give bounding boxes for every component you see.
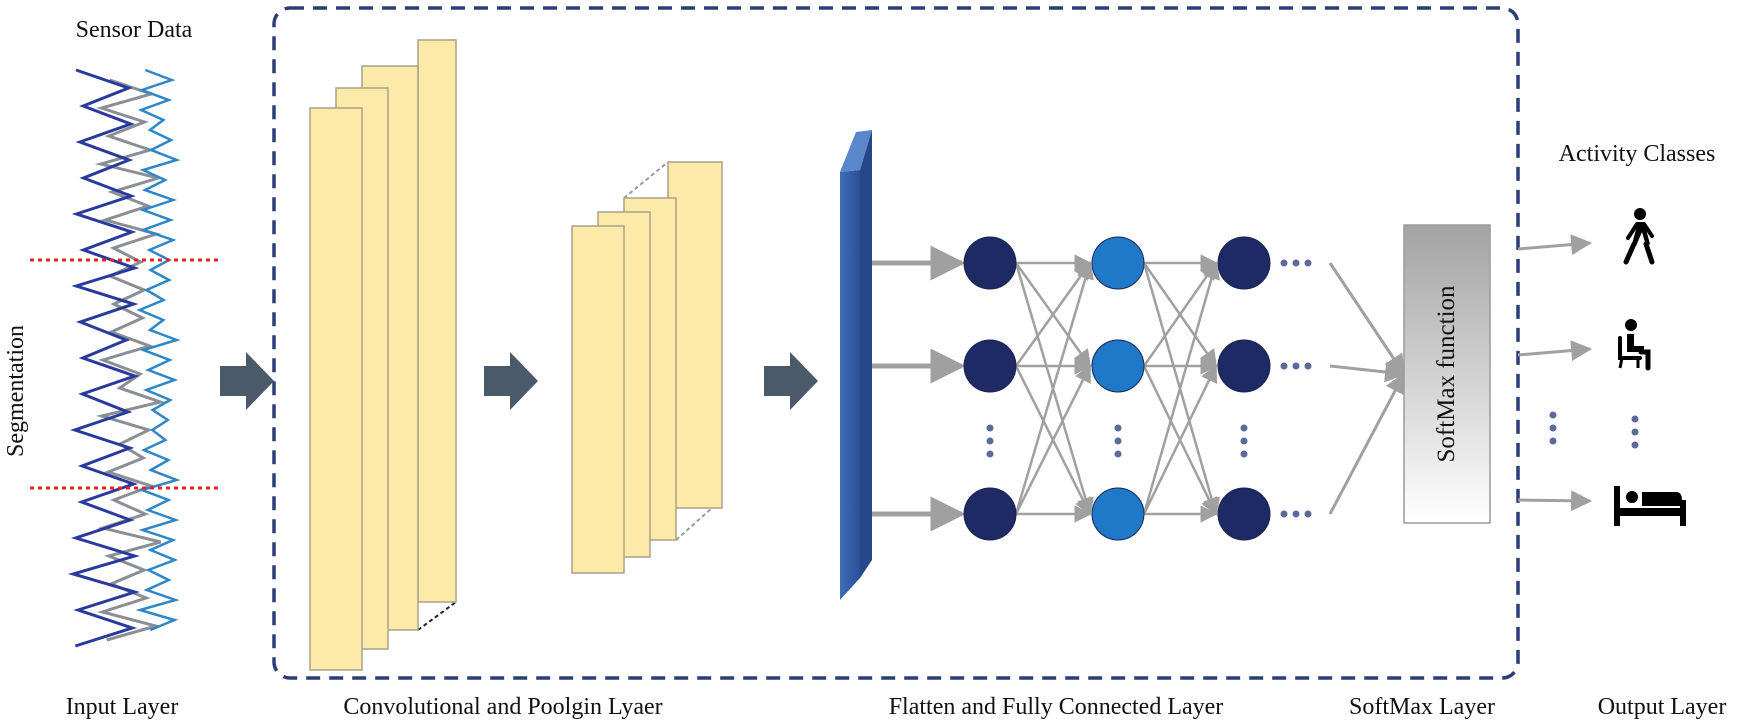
flatten-layer: [840, 130, 872, 600]
sensor-signal-plot: [67, 68, 181, 648]
ellipsis-dot: [1304, 259, 1312, 267]
arrow-pool-to-flatten: [764, 352, 818, 410]
fc-connection-edge: [1014, 261, 1094, 515]
ellipsis-dot: [1240, 437, 1248, 445]
output-layer-label: Output Layer: [1598, 694, 1727, 720]
pool-map-4: [667, 161, 723, 509]
neuron: [1091, 236, 1145, 290]
neuron-to-softmax-arrow: [1329, 361, 1407, 383]
neuron: [1091, 487, 1145, 541]
signal-light-blue-trace: [135, 68, 181, 632]
ellipsis-dot: [1114, 437, 1122, 445]
conv-map-1: [309, 107, 363, 671]
neuron: [1217, 236, 1271, 290]
neuron: [1217, 487, 1271, 541]
input-layer-label: Input Layer: [66, 694, 179, 720]
output-arrows: [1517, 234, 1593, 512]
fc-neurons: [963, 236, 1271, 541]
sensor-data-label: Sensor Data: [76, 17, 193, 43]
softmax-layer-label: SoftMax Layer: [1349, 694, 1495, 720]
ellipsis-dot: [1304, 510, 1312, 518]
fc-ellipsis: [986, 259, 1312, 518]
ellipsis-dot: [1292, 510, 1300, 518]
fc-connection-edge: [1142, 261, 1221, 515]
ellipsis-dot: [1280, 510, 1288, 518]
ellipsis-dot: [1292, 362, 1300, 370]
ellipsis-dot: [986, 450, 994, 458]
lying-in-bed-icon: [1614, 486, 1686, 526]
ellipsis-dot: [1292, 259, 1300, 267]
softmax-box: [1403, 224, 1491, 524]
pool-map-1: [571, 225, 625, 574]
fc-connections: [872, 245, 1407, 532]
activity-classes-label: Activity Classes: [1559, 141, 1716, 167]
arrow-conv-to-pool: [484, 352, 538, 410]
ellipsis-dot: [1280, 362, 1288, 370]
signal-gray-trace: [94, 78, 166, 642]
fc-connection-edge: [1142, 364, 1218, 515]
neuron-to-softmax-arrow: [1328, 372, 1406, 515]
sitting-person-icon: [1618, 319, 1651, 371]
ellipsis-dot: [986, 424, 994, 432]
network-frame: [272, 6, 1520, 680]
neuron: [1091, 339, 1145, 393]
neuron: [963, 339, 1017, 393]
arrow-input-to-conv: [220, 352, 274, 410]
ellipsis-dot: [1114, 450, 1122, 458]
neuron-to-softmax-arrow: [1328, 262, 1406, 376]
segmentation-label: Segmentation: [3, 325, 29, 457]
neuron: [963, 487, 1017, 541]
softmax-function-label: SoftMax function: [1433, 285, 1460, 463]
conv-feature-maps: [309, 39, 457, 671]
conv-pool-layer-label: Convolutional and Poolgin Lyaer: [343, 694, 662, 720]
ellipsis-dot: [1114, 424, 1122, 432]
flatten-fc-layer-label: Flatten and Fully Connected Layer: [889, 694, 1224, 720]
fc-connection-edge: [1014, 364, 1092, 515]
conv-map-4: [417, 39, 457, 603]
ellipsis-dot: [1304, 362, 1312, 370]
signal-blue-trace: [67, 68, 140, 648]
pool-feature-maps: [571, 161, 723, 574]
walking-person-icon: [1623, 208, 1655, 265]
neuron: [963, 236, 1017, 290]
ellipsis-dot: [986, 437, 994, 445]
ellipsis-dot: [1280, 259, 1288, 267]
ellipsis-dot: [1240, 424, 1248, 432]
neuron: [1217, 339, 1271, 393]
ellipsis-dot: [1240, 450, 1248, 458]
output-ellipsis: [1549, 411, 1639, 449]
